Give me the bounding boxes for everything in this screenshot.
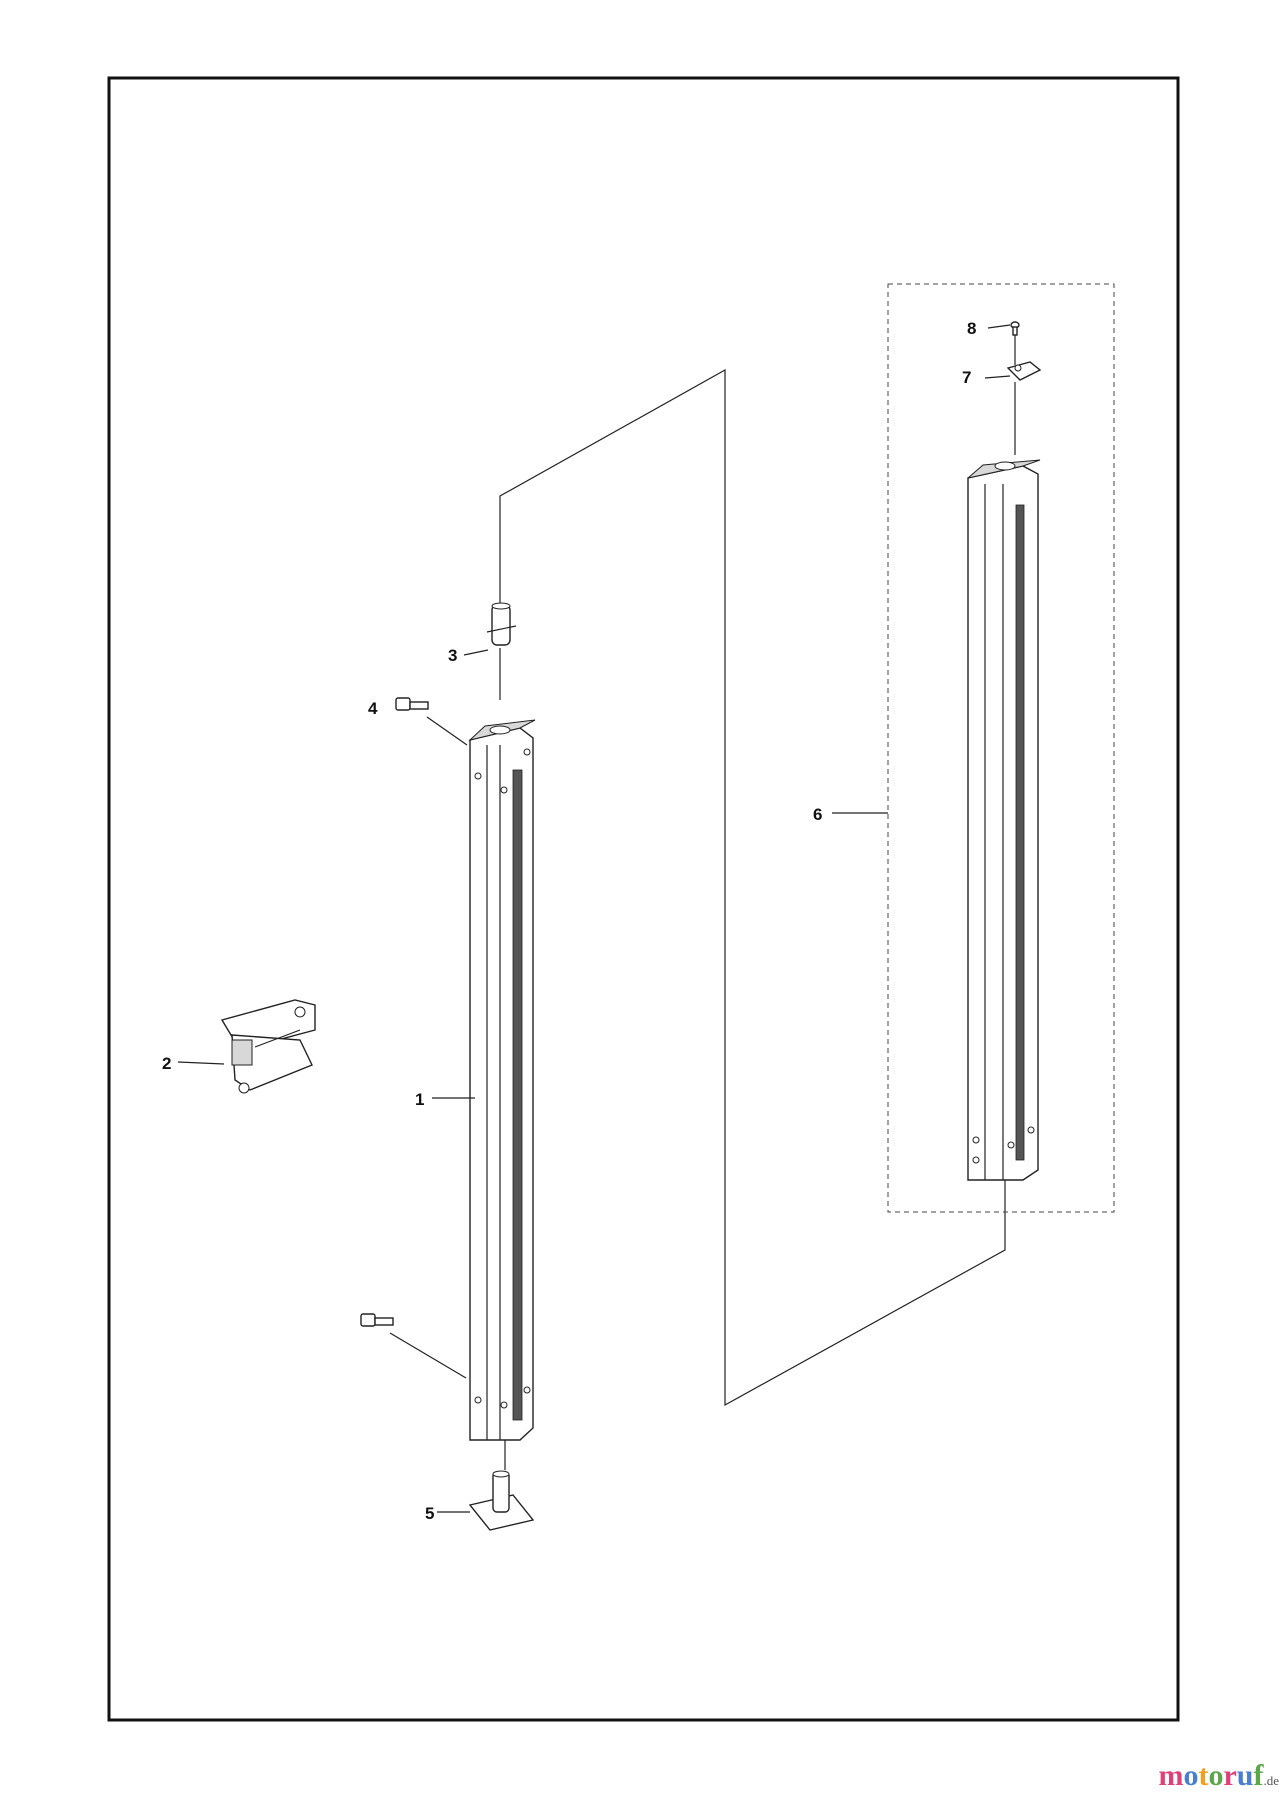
callout-3: 3: [448, 646, 457, 665]
callout-2: 2: [162, 1054, 171, 1073]
callout-1: 1: [415, 1090, 424, 1109]
logo-letter: u: [1236, 1759, 1254, 1792]
part-4-screw: [360, 697, 429, 1327]
diagram-frame: [107, 76, 1180, 1722]
logo-letter: m: [1158, 1759, 1184, 1792]
logo-letter: r: [1223, 1759, 1237, 1792]
part-7-cap: [1006, 361, 1042, 381]
kit-boundary: [887, 283, 1115, 1213]
part-3-connector: [486, 602, 517, 646]
callout-leaders: [177, 324, 1011, 1513]
part-5-foot: [468, 1470, 535, 1531]
callout-5: 5: [425, 1504, 434, 1523]
callout-8: 8: [967, 319, 976, 338]
part-2-bracket: [220, 999, 316, 1094]
assembly-lines: [389, 330, 1016, 1470]
logo-letter: o: [1183, 1759, 1199, 1792]
logo-letter: f: [1253, 1759, 1264, 1792]
part-1-column: [468, 719, 536, 1441]
part-8-small-screw: [1010, 321, 1020, 336]
part-6-extension-column: [967, 459, 1041, 1181]
callout-7: 7: [962, 368, 971, 387]
motoruf-logo: motoruf.de: [1158, 1759, 1279, 1798]
callout-4: 4: [368, 699, 378, 718]
logo-letter: t: [1198, 1759, 1209, 1792]
logo-tld: .de: [1263, 1773, 1279, 1788]
callout-6: 6: [813, 805, 822, 824]
logo-letter: o: [1208, 1759, 1224, 1792]
